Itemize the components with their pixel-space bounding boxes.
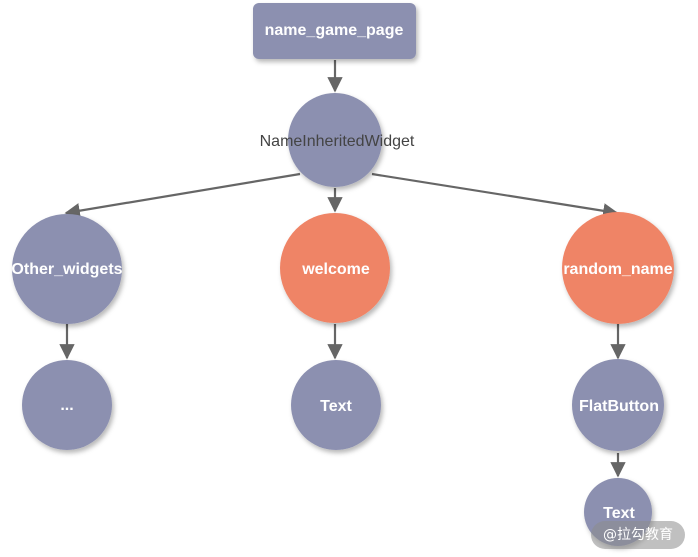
node-shape [288,93,382,187]
node-name-inherited-widget: NameInheritedWidget [260,93,415,187]
node-label: Other_widgets [11,261,122,278]
node-shape [253,3,416,59]
edges [59,60,626,478]
node-name-game-page: name_game_page [253,3,416,59]
node-shape [22,360,112,450]
node-label: FlatButton [579,398,659,415]
watermark: @拉勾教育 [591,521,685,549]
node-welcome-text: Text [291,360,381,450]
node-label: ... [60,397,73,414]
node-label: welcome [301,261,370,278]
node-label: random_name [563,261,672,278]
node-random-name: random_name [562,212,674,324]
node-ellipsis: ... [22,360,112,450]
node-other-widgets: Other_widgets [11,214,123,324]
node-label: name_game_page [265,22,404,39]
node-shape [291,360,381,450]
node-label: Text [320,398,352,415]
edge-inherited-to-other-widgets [64,172,301,219]
node-shape [12,214,122,324]
node-flat-button: FlatButton [572,359,664,451]
node-shape [280,213,390,323]
node-label: NameInheritedWidget [260,133,415,150]
node-label: Text [603,505,635,522]
node-shape [562,212,674,324]
node-shape [572,359,664,451]
node-welcome: welcome [280,213,390,323]
edge-inherited-to-random-name [371,172,619,219]
